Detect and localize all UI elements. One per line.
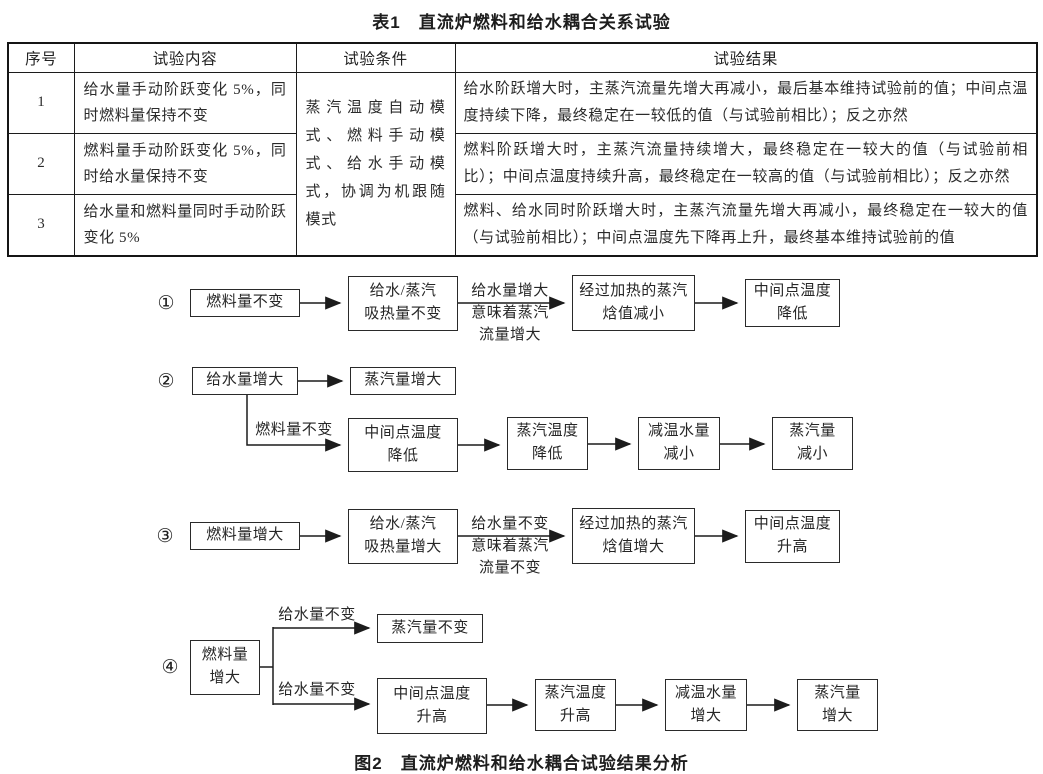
flow4-box-steam-temp-rise: 蒸汽温度 升高 [535, 678, 616, 731]
flow2-box-steam-temp-drop: 蒸汽温度 降低 [507, 416, 588, 470]
flow2-box-steam-flow-increase: 蒸汽量增大 [350, 366, 456, 395]
flow4-number-icon: ④ [161, 655, 179, 678]
cell-no-2: 2 [7, 132, 75, 195]
table1-title: 表1 直流炉燃料和给水耦合关系试验 [372, 13, 671, 32]
flow2-branch-label-fuel-constant: 燃料量不变 [255, 421, 333, 438]
cell-content-3: 给水量和燃料量同时手动阶跃变化 5% [73, 193, 297, 256]
cell-result-3: 燃料、给水同时阶跃增大时，主蒸汽流量先增大再减小，最终稳定在一较大的值（与试验前… [454, 193, 1038, 256]
flow4-box-spray-water-increase: 减温水量 增大 [665, 678, 747, 731]
flow1-number-icon: ① [157, 291, 175, 314]
cell-content-1: 给水量手动阶跃变化 5%，同时燃料量保持不变 [73, 71, 297, 134]
table-row: 1 给水量手动阶跃变化 5%，同时燃料量保持不变 蒸汽温度自动模式、燃料手动模式… [7, 71, 1038, 256]
flow3-box-heat-absorption-increase: 给水/蒸汽 吸热量增大 [348, 508, 458, 564]
cell-result-2: 燃料阶跃增大时，主蒸汽流量持续增大，最终稳定在一较大的值（与试验前相比）；中间点… [454, 132, 1038, 195]
flow1-box-heat-absorption-constant: 给水/蒸汽 吸热量不变 [348, 275, 458, 331]
flow3-box-enthalpy-increase: 经过加热的蒸汽 焓值增大 [572, 507, 695, 564]
flow2-box-steam-flow-decrease: 蒸汽量 减小 [772, 416, 853, 470]
flow2-box-midpoint-temp-drop: 中间点温度 降低 [348, 417, 458, 472]
connector-arrows [246, 295, 791, 712]
table-row: 3 给水量和燃料量同时手动阶跃变化 5% 燃料、给水同时阶跃增大时，主蒸汽流量先… [7, 193, 1038, 256]
cell-no-3: 3 [7, 193, 75, 256]
flow1-box-fuel-constant: 燃料量不变 [190, 288, 300, 317]
table-row: 2 燃料量手动阶跃变化 5%，同时给水量保持不变 燃料阶跃增大时，主蒸汽流量持续… [7, 132, 1038, 195]
figure2-caption: 图2 直流炉燃料和给水耦合试验结果分析 [354, 753, 689, 773]
flow4-box-midpoint-temp-rise: 中间点温度 升高 [377, 677, 487, 734]
flow3-number-icon: ③ [156, 524, 174, 547]
col-header-content: 试验内容 [73, 42, 297, 73]
cell-condition-merged: 蒸汽温度自动模式、燃料手动模式、给水手动模式，协调为机跟随模式 [295, 71, 456, 256]
flow3-box-fuel-increase: 燃料量增大 [190, 521, 300, 550]
flow3-note-steam-flow-constant: 给水量不变 意味着蒸汽 流量不变 [471, 515, 549, 576]
flow2-box-feedwater-increase: 给水量增大 [192, 366, 298, 395]
table-header-row: 序号 试验内容 试验条件 试验结果 [7, 42, 1038, 73]
flow3-box-midpoint-temp-rise: 中间点温度 升高 [745, 509, 840, 563]
flow-diagram: ① 燃料量不变 给水/蒸汽 吸热量不变 给水量增大 意味着蒸汽 流量增大 经过加… [0, 267, 1043, 747]
col-header-result: 试验结果 [454, 42, 1038, 73]
flow4-box-steam-flow-constant: 蒸汽量不变 [377, 613, 483, 643]
flow2-number-icon: ② [157, 369, 175, 392]
flow4-box-steam-flow-increase: 蒸汽量 增大 [797, 678, 878, 731]
flow4-top-label-feedwater-constant: 给水量不变 [278, 606, 356, 623]
flow2-box-spray-water-decrease: 减温水量 减小 [638, 416, 720, 470]
cell-no-1: 1 [7, 71, 75, 134]
flow1-box-midpoint-temp-drop: 中间点温度 降低 [745, 278, 840, 327]
flow1-box-enthalpy-decrease: 经过加热的蒸汽 焓值减小 [572, 274, 695, 331]
flow4-box-fuel-increase: 燃料量 增大 [190, 639, 260, 695]
coupling-test-table: 序号 试验内容 试验条件 试验结果 1 给水量手动阶跃变化 5%，同时燃料量保持… [7, 42, 1038, 257]
flow4-bottom-label-feedwater-constant: 给水量不变 [278, 681, 356, 698]
flow1-note-steam-flow-increase: 给水量增大 意味着蒸汽 流量增大 [471, 282, 549, 343]
cell-result-1: 给水阶跃增大时，主蒸汽流量先增大再减小，最后基本维持试验前的值；中间点温度持续下… [454, 71, 1038, 134]
col-header-condition: 试验条件 [295, 42, 456, 73]
col-header-no: 序号 [7, 42, 75, 73]
scanned-paper-page: 表1 直流炉燃料和给水耦合关系试验 序号 试验内容 试验条件 试验结果 1 给水… [0, 13, 1043, 773]
cell-content-2: 燃料量手动阶跃变化 5%，同时给水量保持不变 [73, 132, 297, 195]
